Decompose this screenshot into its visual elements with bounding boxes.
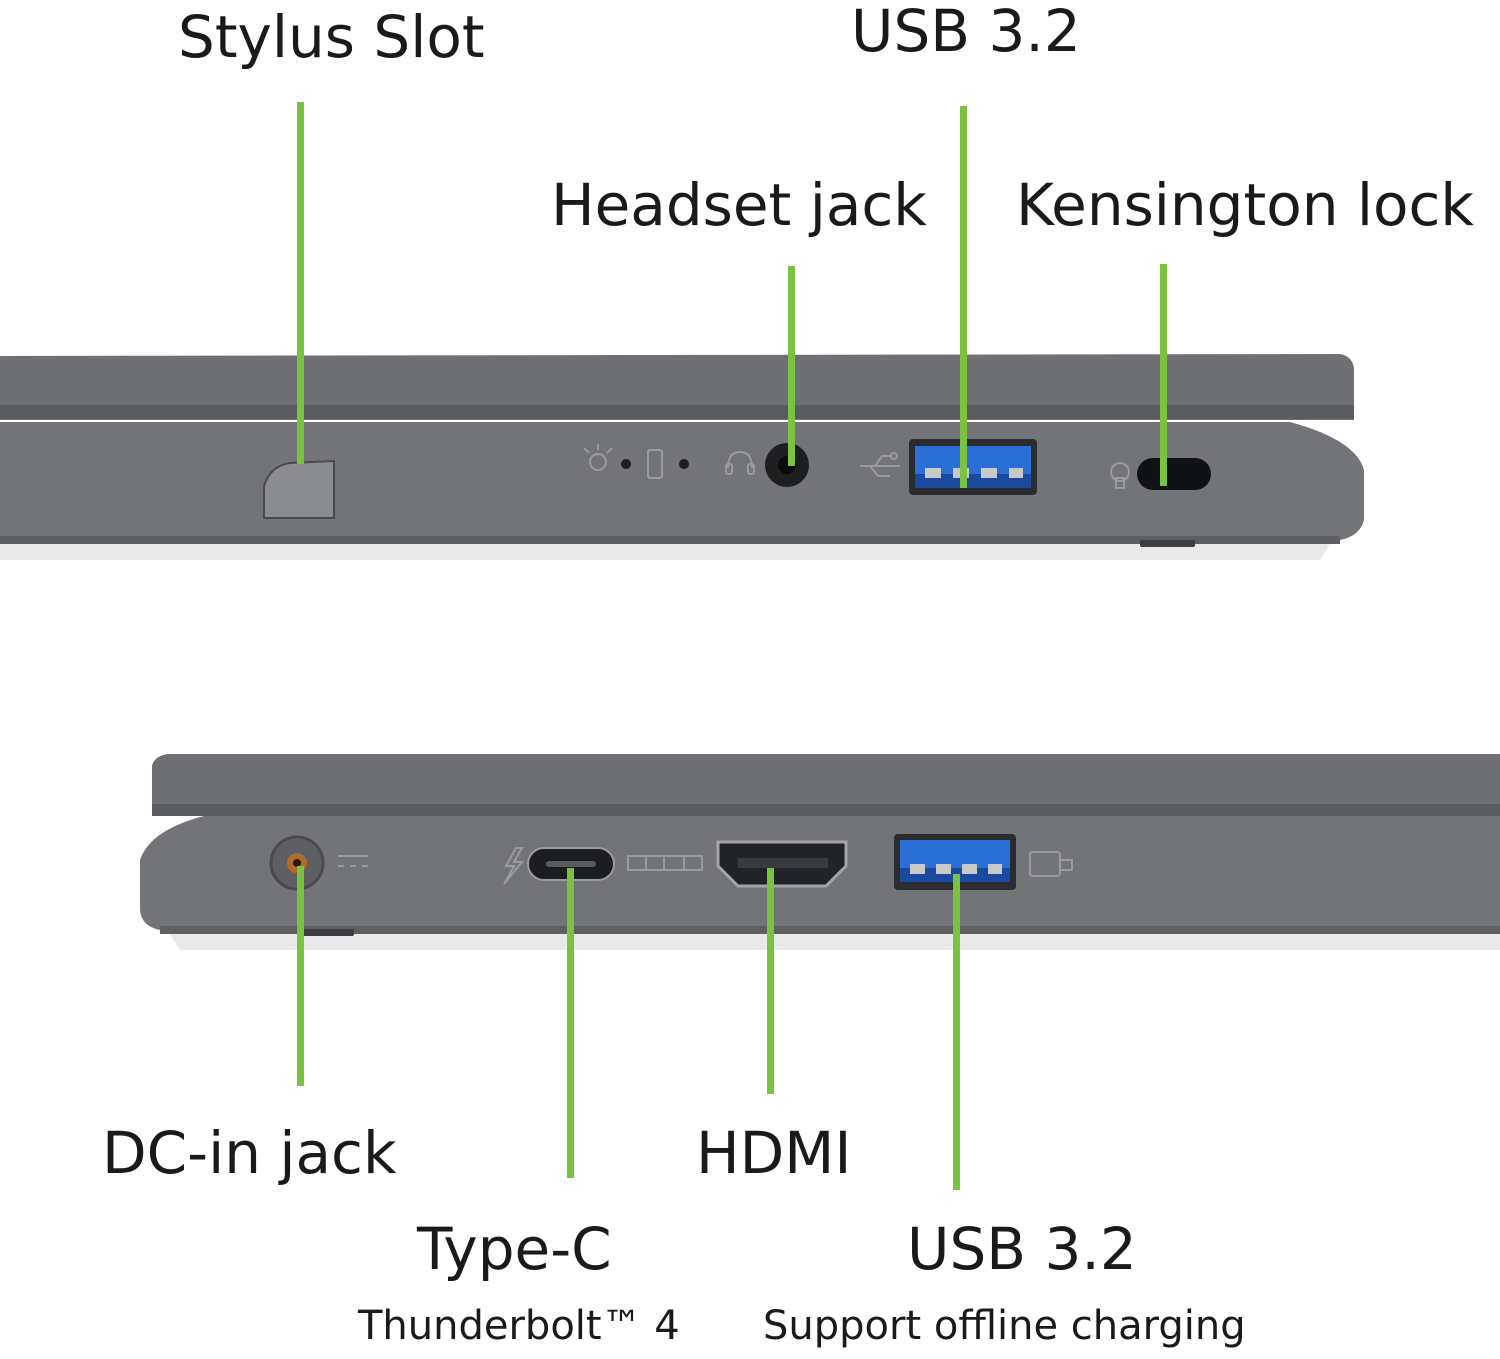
foot [1140,540,1195,547]
power-led [621,459,631,469]
lid-seam [0,405,1354,419]
headset-jack-label: Headset jack [551,171,927,239]
headset-jack-leader [788,266,795,466]
lid-seam-left [152,804,1500,816]
kensington-lock-leader [1160,264,1167,486]
usb-bottom-sublabel: Support offline charging [763,1303,1246,1349]
usb-icon [860,452,900,477]
thunderbolt-icon [503,847,525,885]
lid-top-left [152,754,1500,814]
usb-top-label: USB 3.2 [851,0,1081,65]
usb-bottom-leader [953,874,960,1190]
type-c-label: Type-C [417,1215,612,1283]
kensington-icon [1110,462,1130,489]
type-c-sublabel: Thunderbolt™ 4 [358,1303,680,1349]
laptop-right-side [0,354,1364,560]
base-bottom-edge-left [160,926,1500,934]
hdmi-leader [767,868,774,1094]
base-shadow [0,544,1330,560]
kensington-lock-slot [1137,458,1211,490]
base-shadow-left [170,934,1500,950]
dc-in-leader [297,866,304,1086]
dc-icon [338,855,368,867]
usb-top-leader [960,106,967,488]
hdmi-logo-icon [627,855,703,871]
hdmi-port-tongue [738,858,828,868]
type-c-tongue [546,861,596,867]
battery-led [679,459,689,469]
usb-power-icon [1029,851,1073,877]
usb-port-top [909,439,1037,495]
stylus-slot-leader [297,102,304,464]
stylus-slot [263,459,335,519]
kensington-lock-label: Kensington lock [1016,171,1474,239]
base-bottom-edge [0,536,1340,544]
laptop-left-side [140,754,1500,950]
lid-top [0,354,1354,420]
dc-in-pin [293,859,301,867]
headset-icon [725,450,755,475]
dc-in-jack-label: DC-in jack [102,1119,397,1187]
type-c-leader [567,868,574,1178]
hdmi-label: HDMI [696,1119,852,1187]
stylus-slot-label: Stylus Slot [178,3,485,71]
foot-left [300,929,354,936]
led-indicator-icons [583,444,663,479]
usb-bottom-label: USB 3.2 [907,1215,1137,1283]
